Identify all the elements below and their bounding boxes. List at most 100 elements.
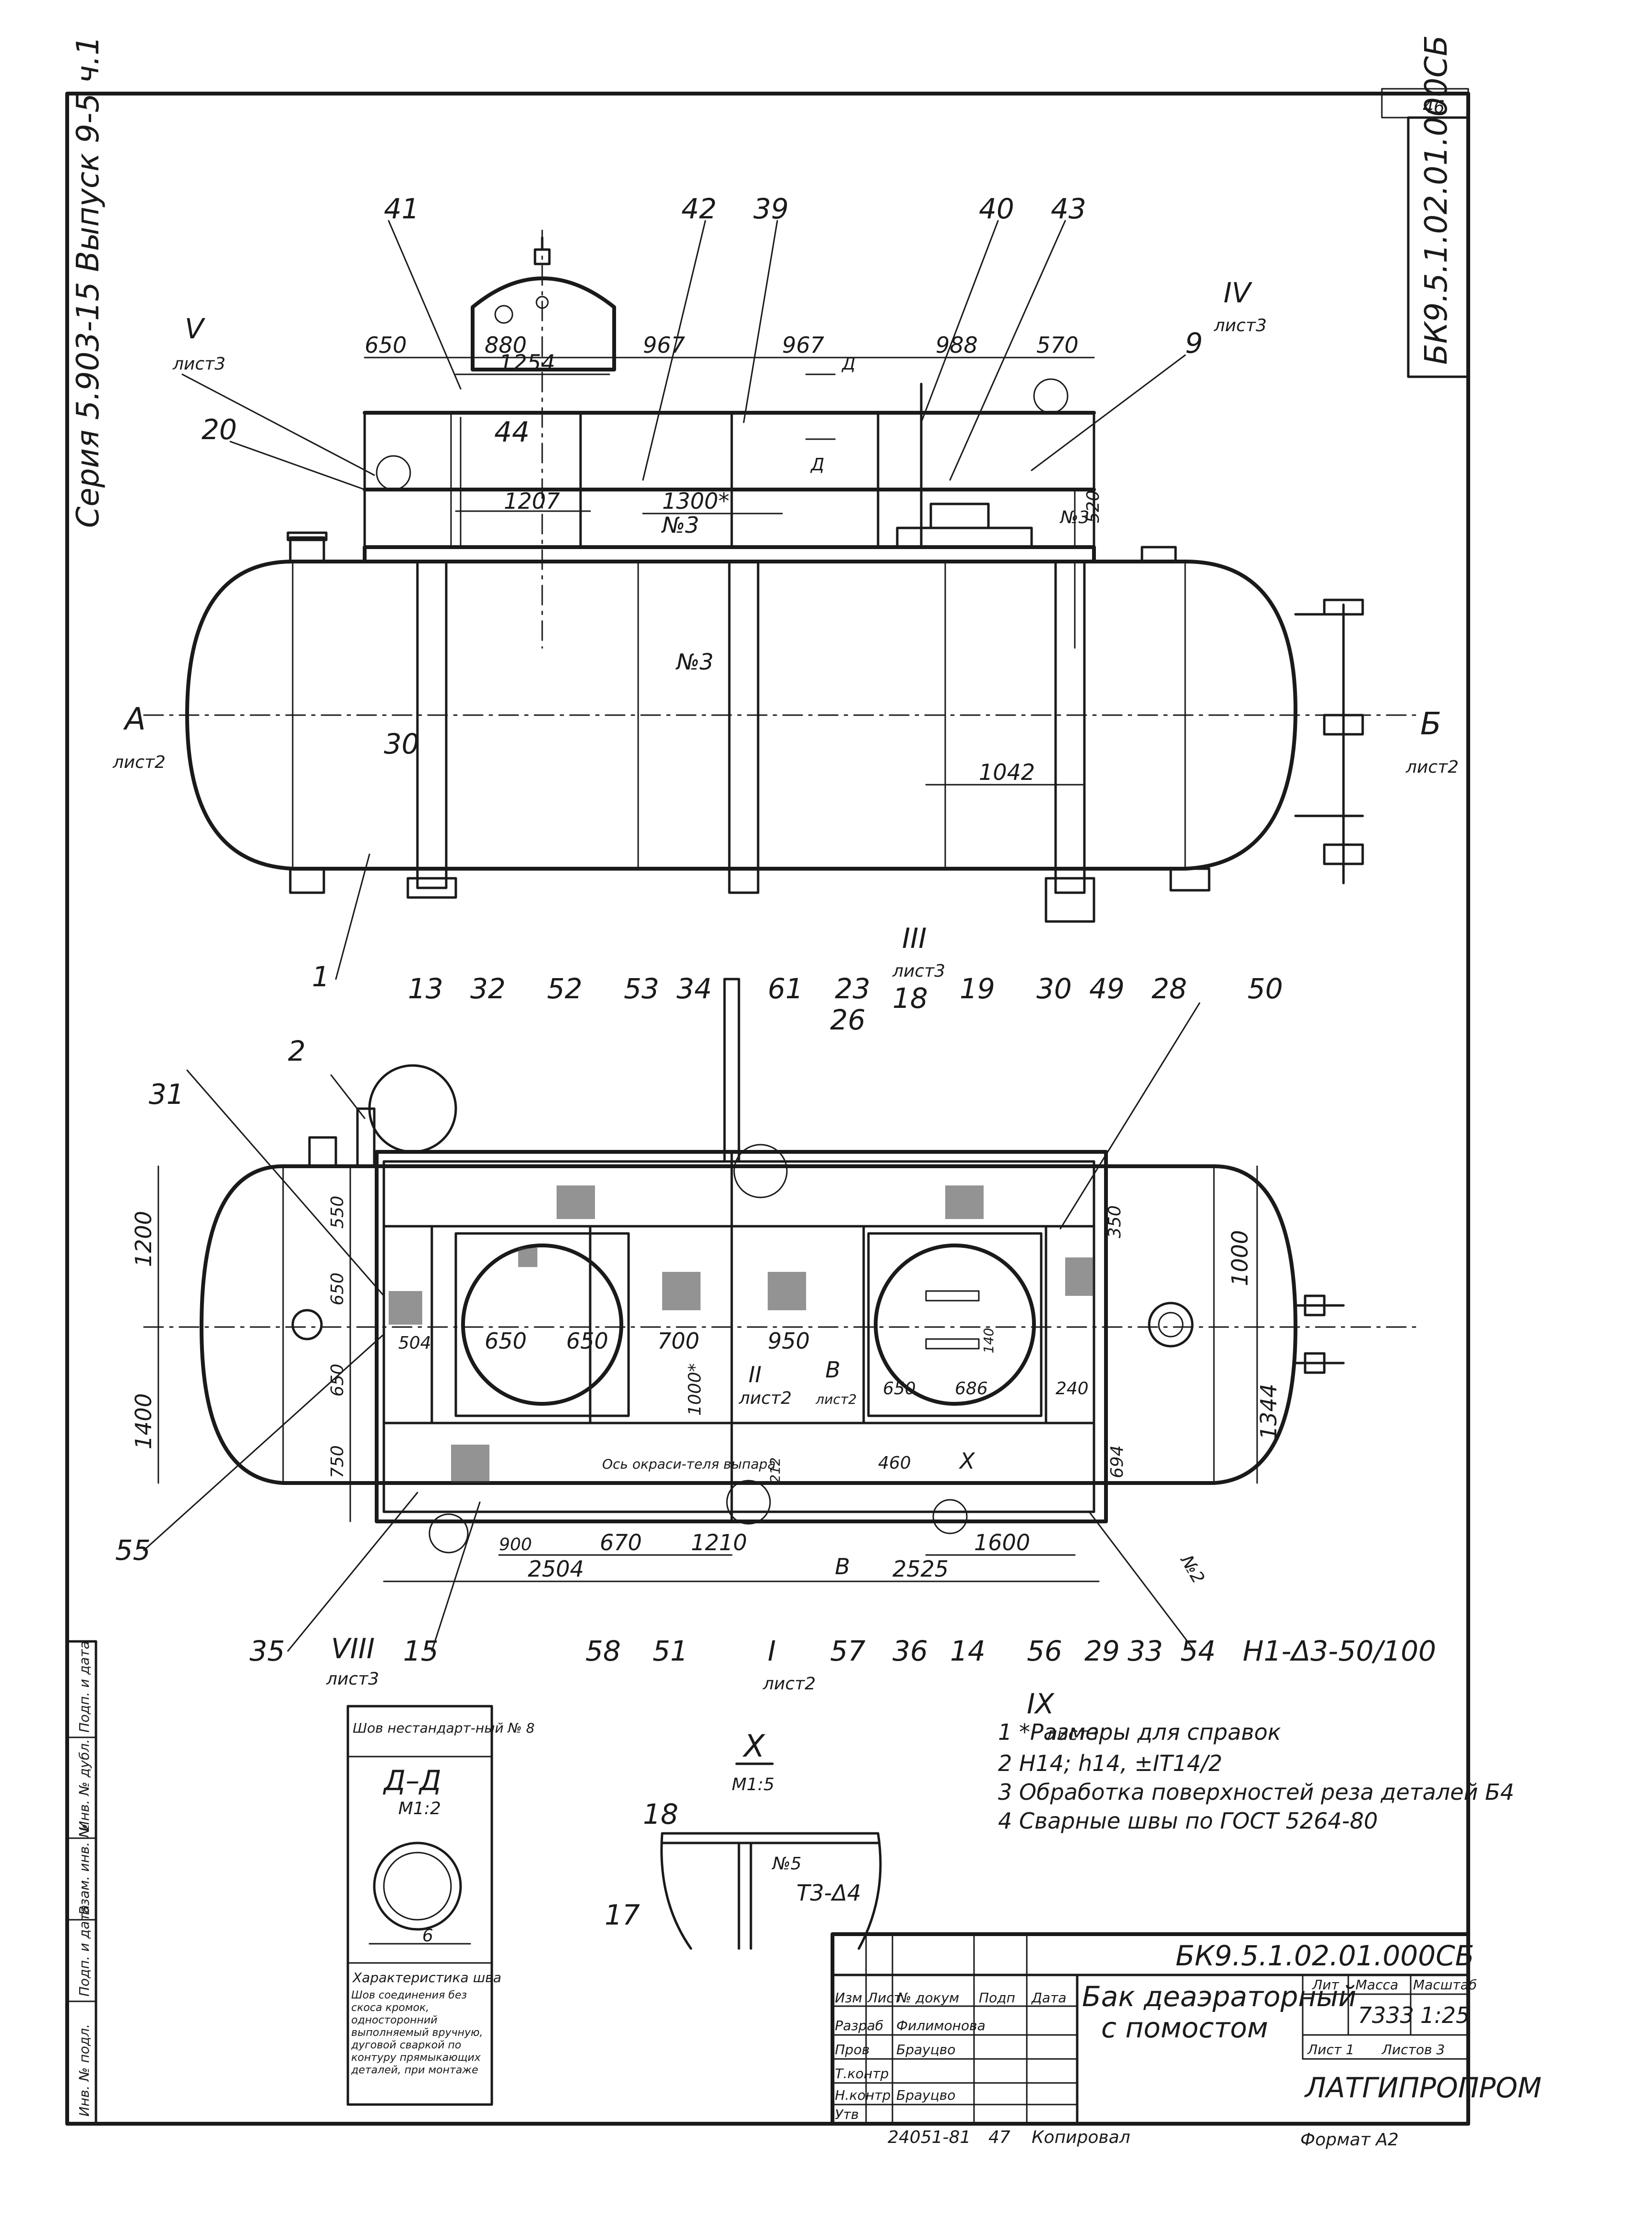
callout-30: 30 (384, 728, 419, 760)
section-v-plan-sheet: лист2 (815, 1391, 857, 1407)
tb-scale-val: 1:25 (1420, 2002, 1470, 2028)
callout-41: 41 (384, 192, 419, 225)
dim-2525: 2525 (892, 1556, 949, 1582)
sheet-frame (65, 92, 1470, 2126)
dim-140: 140 (981, 1328, 997, 1353)
tb-r-utv: Утв (835, 2106, 859, 2122)
callout-44: 44 (494, 416, 530, 448)
callout-54: 54 (1180, 1635, 1216, 1667)
tb-h-sign: Подп (979, 1990, 1015, 2006)
tb-n-razrab: Филимонова (896, 2018, 986, 2034)
stamp-e: Подп. и дата (76, 1641, 92, 1733)
tb-r-nkontr: Н.контр (835, 2087, 891, 2103)
section-viii: VIII (331, 1632, 375, 1665)
note-n3-b: №3 (675, 649, 713, 675)
notes: 1 *Размеры для справок 2 Н14; h14, ±IT14… (998, 1719, 1514, 1834)
note-n3-c: №3 (1059, 508, 1089, 527)
dim-504: 504 (398, 1333, 431, 1353)
tb-r-tkontr: Т.контр (835, 2066, 889, 2081)
note-1: 1 *Размеры для справок (998, 1719, 1281, 1745)
stamp-b: Подп. и дата (76, 1905, 92, 1997)
callout-40: 40 (979, 192, 1014, 225)
dim-550: 550 (328, 1196, 347, 1229)
stamp-c: Взам. инв. № (76, 1824, 92, 1915)
section-v-sheet: лист3 (172, 354, 226, 374)
callout-55: 55 (115, 1534, 151, 1567)
tb-org: ЛАТГИПРОПРОМ (1304, 2071, 1542, 2104)
title-block: БК9.5.1.02.01.000СБ Бак деаэраторный с п… (831, 1932, 1542, 2150)
detail-x-scale: М1:5 (732, 1775, 774, 1794)
section-ix-sheet: лист3 (1046, 1724, 1099, 1744)
dim-460: 460 (878, 1453, 911, 1473)
section-ix: IX (1027, 1687, 1055, 1720)
section-iii-sheet: лист3 (892, 961, 945, 981)
tb-h-list: Лист (867, 1990, 902, 2006)
section-b-sheet: лист2 (1405, 757, 1459, 777)
elevation-labels: 41 42 39 40 43 9 20 44 30 1 IV лист3 V л… (112, 192, 1459, 993)
callout-36: 36 (892, 1635, 928, 1667)
detail-x-n5: №5 (772, 1854, 801, 1874)
dim-212: 212 (767, 1458, 783, 1483)
tb-h-doc: № докум (896, 1990, 959, 2006)
tb-copied: Копировал (1032, 2128, 1130, 2147)
tb-listov-label: Листов 3 (1381, 2042, 1445, 2057)
tb-n-nkontr: Брауцво (896, 2087, 955, 2103)
callout-33: 33 (1128, 1635, 1163, 1667)
callout-23: 23 (835, 972, 870, 1005)
callout-26: 26 (830, 1004, 866, 1036)
callout-51: 51 (653, 1635, 688, 1667)
tb-name-1: Бак деаэраторный (1082, 1980, 1356, 2013)
callout-2: 2 (288, 1035, 306, 1067)
dim-520: 520 (1083, 490, 1103, 523)
section-d-bottom: Д (810, 455, 824, 475)
dim-1344: 1344 (1256, 1384, 1282, 1440)
callout-49: 49 (1089, 972, 1125, 1005)
callout-28: 28 (1152, 972, 1187, 1005)
weld-char-text: Шов соединения без скоса кромок, односто… (351, 1989, 483, 2076)
dim-1042: 1042 (979, 759, 1035, 785)
callout-35: 35 (250, 1635, 285, 1667)
dim-2504: 2504 (528, 1556, 584, 1582)
section-i: I (768, 1635, 776, 1667)
dim-1400: 1400 (131, 1393, 156, 1449)
dim-1200: 1200 (131, 1211, 156, 1267)
section-x-plan: X (959, 1448, 975, 1474)
detail-x-17: 17 (605, 1899, 640, 1931)
dim-988: 988 (936, 332, 978, 358)
dim-700: 700 (657, 1328, 700, 1354)
dim-750: 750 (328, 1445, 347, 1478)
dim-880: 880 (485, 332, 527, 358)
tb-n-prov: Брауцво (896, 2042, 955, 2057)
dim-1210: 1210 (691, 1530, 747, 1555)
stamp-a: Инв. № подл. (76, 2024, 92, 2117)
tb-r-razrab: Разраб (835, 2018, 883, 2034)
tb-list-label: Лист 1 (1307, 2042, 1355, 2057)
dim-650-d: 650 (566, 1328, 608, 1354)
callout-34: 34 (677, 972, 712, 1005)
weld-char-title: Характеристика шва (352, 1970, 501, 1986)
weld-detail: Шов нестандарт-ный № 8 Д–Д М1:2 6 Характ… (346, 1705, 535, 2106)
dim-350: 350 (1105, 1205, 1125, 1238)
note-3: 3 Обработка поверхностей реза деталей Б4 (998, 1779, 1514, 1805)
dim-967-b: 967 (782, 332, 824, 358)
section-iii: III (902, 922, 927, 955)
tb-code: БК9.5.1.02.01.000СБ (1176, 1939, 1474, 1972)
dim-240: 240 (1056, 1379, 1089, 1399)
dim-900: 900 (499, 1535, 532, 1555)
section-ii-sheet: лист2 (738, 1388, 792, 1408)
dim-650-b: 650 (328, 1364, 347, 1397)
weld-scale: М1:2 (398, 1799, 441, 1818)
dim-670: 670 (600, 1530, 642, 1555)
section-viii-sheet: лист3 (326, 1669, 379, 1689)
callout-30-plan: 30 (1036, 972, 1072, 1005)
section-v-top: В (825, 1357, 841, 1383)
dim-694: 694 (1107, 1445, 1127, 1478)
dim-650-e: 650 (883, 1379, 916, 1399)
callout-56: 56 (1027, 1635, 1062, 1667)
doc-code-vertical: БК9.5.1.02.01.000СБ (1419, 35, 1454, 365)
callout-19: 19 (960, 972, 995, 1005)
dim-1000-star: 1000* (685, 1363, 705, 1416)
section-iv: IV (1224, 276, 1253, 309)
tb-h-izm: Изм (835, 1990, 862, 2006)
weld-dim-6: 6 (422, 1926, 433, 1946)
